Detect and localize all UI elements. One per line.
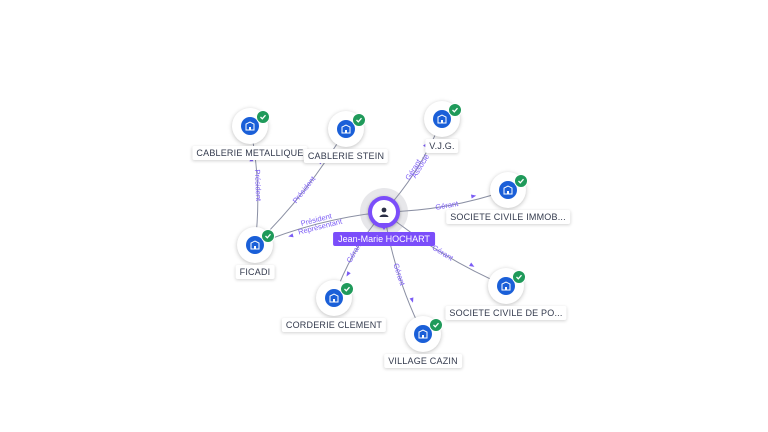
verified-check-icon [514,174,528,188]
building-icon [341,124,351,134]
company-label[interactable]: V.J.G. [425,139,459,153]
edge-arrow-icon [409,297,414,303]
person-pin[interactable] [368,196,400,230]
edge-arrow-icon [469,262,475,267]
company-circle[interactable] [328,111,364,147]
edge-label: Gérant [431,243,456,263]
building-icon [245,121,255,131]
building-icon [503,185,513,195]
building-icon [329,293,339,303]
company-label[interactable]: SOCIETE CIVILE DE PO... [445,306,567,320]
verified-check-icon [429,318,443,332]
verified-check-icon [256,110,270,124]
company-label[interactable]: CORDERIE CLEMENT [281,318,387,332]
building-icon [250,240,260,250]
building-icon [501,281,511,291]
verified-check-icon [340,282,354,296]
edge-label: Président [253,169,263,202]
company-label[interactable]: SOCIETE CIVILE IMMOB... [446,210,570,224]
company-circle[interactable] [488,268,524,304]
building-icon [437,114,447,124]
edge-arrow-icon [346,271,351,277]
edge-label: Président [291,174,318,205]
edge-arrow-icon [470,194,477,199]
verified-check-icon [448,103,462,117]
company-label[interactable]: VILLAGE CAZIN [384,354,462,368]
person-icon [379,207,389,217]
company-label[interactable]: CABLERIE STEIN [303,149,389,163]
company-label[interactable]: CABLERIE METALLIQUE [192,146,308,160]
edge-label: Gérant [391,262,407,287]
person-name-label[interactable]: Jean-Marie HOCHART [333,232,435,246]
verified-check-icon [352,113,366,127]
edge-label: Gérant [435,199,460,212]
verified-check-icon [512,270,526,284]
building-icon [418,329,428,339]
verified-check-icon [261,229,275,243]
edge-arrow-icon [288,233,294,238]
company-label[interactable]: FICADI [235,265,275,279]
